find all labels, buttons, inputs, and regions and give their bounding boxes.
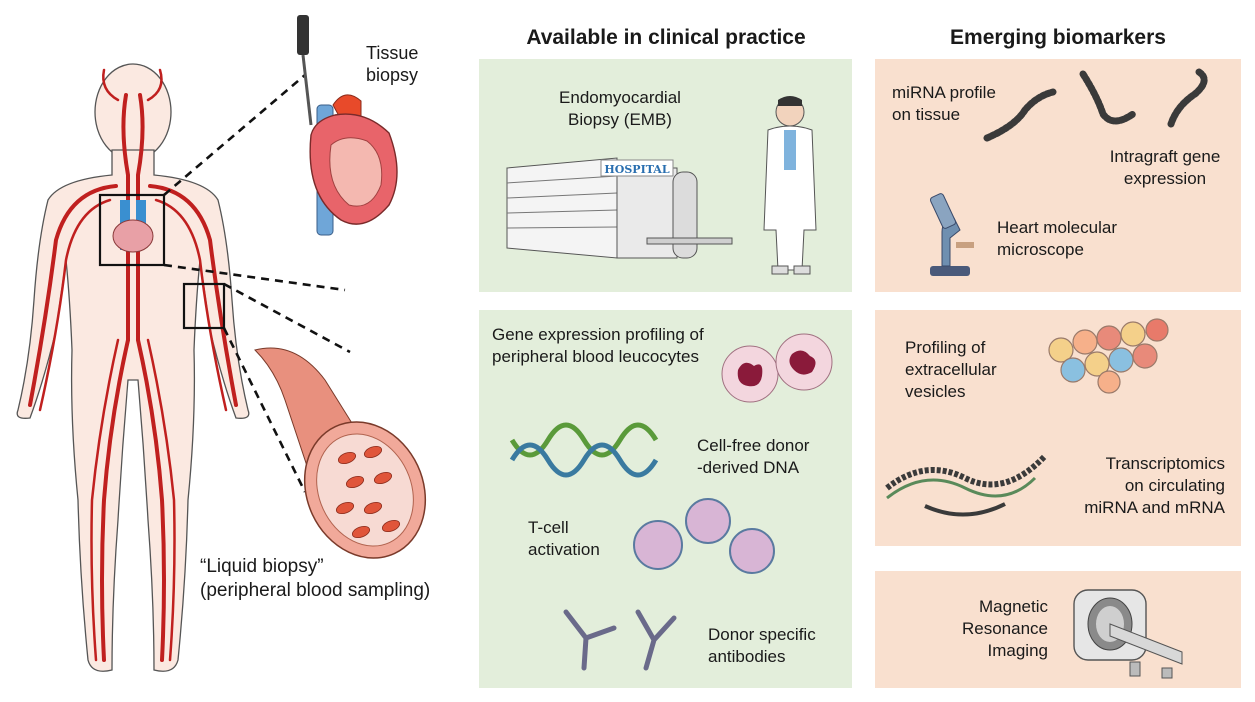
rna-strand-icon: [885, 453, 1048, 517]
microscope-icon: [929, 193, 974, 276]
blood-vessels: [28, 68, 238, 662]
biopsy-heart-illustration: [297, 15, 398, 236]
t-cell-icon: [633, 498, 775, 574]
blood-vessel-cross-section: [254, 347, 427, 559]
hospital-icon: HOSPITAL: [506, 157, 733, 259]
mri-scanner-icon: [1073, 589, 1183, 679]
antibody-icon: [563, 609, 677, 671]
human-body-illustration: [16, 63, 351, 672]
extracellular-vesicles-icon: [1048, 318, 1169, 394]
body-outline: [16, 63, 250, 672]
red-blood-cells: [335, 445, 401, 539]
liquid-biopsy-label: “Liquid biopsy”(peripheral blood samplin…: [200, 556, 431, 601]
heart-icon: [309, 94, 398, 236]
dashed-connectors: [163, 74, 351, 493]
emerging-top-panel: [875, 59, 1241, 292]
chest-sample-box: [98, 193, 166, 267]
cfdna-label: Cell-free donor-derived DNA: [697, 436, 810, 477]
leucocyte-icon: [721, 333, 833, 403]
doctor-icon: [763, 96, 817, 275]
arm-sample-box: [182, 282, 226, 330]
hospital-sign: HOSPITAL: [604, 163, 669, 176]
mirna-strand-icon: [983, 68, 1208, 142]
chest-heart: [112, 200, 154, 253]
emerging-biomarkers-heading: Emerging biomarkers: [950, 26, 1166, 49]
dna-helix-icon: [509, 422, 659, 478]
clinical-practice-heading: Available in clinical practice: [526, 26, 806, 49]
bioptome-icon: [297, 15, 313, 126]
emerging-bottom-panel: [875, 571, 1241, 688]
